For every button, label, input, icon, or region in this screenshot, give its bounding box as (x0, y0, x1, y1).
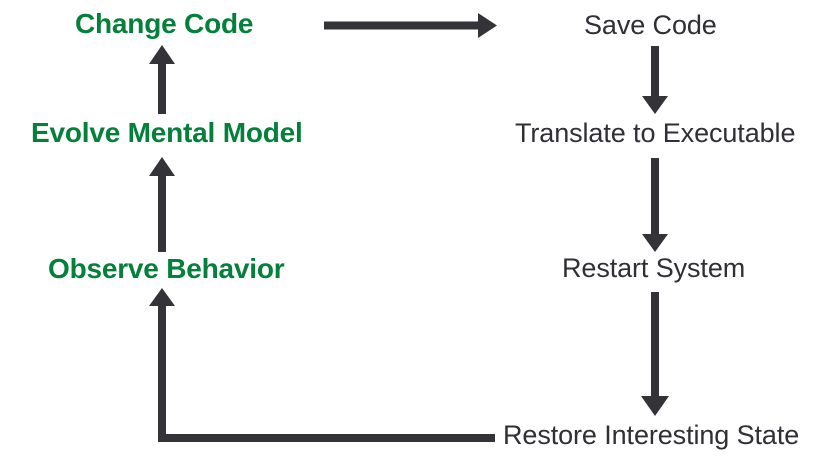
edge-observe-to-evolve-model (149, 157, 175, 252)
arrowhead-down (642, 234, 668, 252)
node-observe-behavior[interactable]: Observe Behavior (48, 253, 285, 284)
edge-evolve-model-to-change-code (149, 45, 175, 114)
arrowhead-down (642, 96, 668, 114)
edge-shaft (158, 302, 495, 442)
edge-change-code-to-save-code (324, 13, 497, 38)
node-translate-to-executable[interactable]: Translate to Executable (515, 118, 796, 148)
edge-save-code-to-translate (642, 46, 668, 114)
node-restore-interesting-state[interactable]: Restore Interesting State (503, 420, 800, 450)
edge-translate-to-restart (642, 158, 668, 252)
arrowhead-down (641, 396, 669, 416)
node-restart-system[interactable]: Restart System (562, 253, 746, 283)
arrowhead-up (149, 45, 175, 64)
edge-restart-to-restore-state (641, 292, 669, 416)
node-save-code[interactable]: Save Code (584, 10, 717, 40)
node-evolve-mental-model[interactable]: Evolve Mental Model (31, 117, 303, 148)
arrowhead-up (149, 288, 175, 306)
node-change-code[interactable]: Change Code (75, 8, 254, 39)
edge-restore-state-to-observe (149, 288, 495, 442)
arrowhead-right (478, 13, 497, 38)
arrowhead-up (149, 157, 175, 176)
